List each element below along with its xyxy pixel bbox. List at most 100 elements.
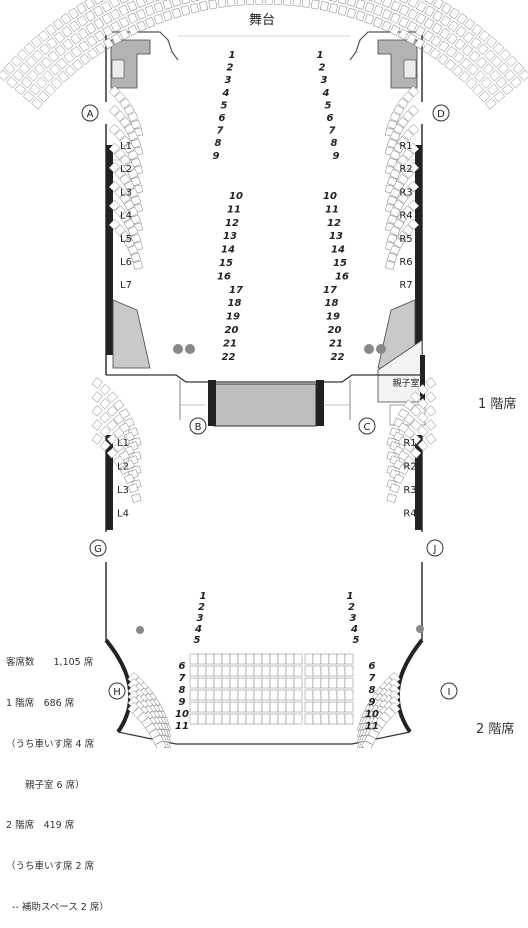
seat — [6, 77, 17, 88]
door-g: G — [90, 540, 106, 556]
seat — [181, 6, 190, 16]
floor1-rear-row-label-right: 22 — [331, 352, 345, 363]
seat — [53, 19, 64, 30]
seat — [345, 714, 353, 724]
note-floor2: 2 階席 419 席 — [6, 819, 109, 833]
floor1-rear-row-label-left: 13 — [223, 231, 237, 242]
door-a: A — [82, 105, 98, 121]
seat — [262, 714, 270, 724]
seat — [374, 0, 384, 4]
seat — [214, 654, 222, 664]
floor1-front-row-label-left: 7 — [217, 126, 224, 137]
oyako-room-label: 親子室 — [392, 377, 419, 389]
floor2-row-label-right: 4 — [350, 624, 358, 635]
seat — [278, 702, 286, 712]
seat — [154, 14, 163, 24]
seat — [51, 78, 62, 89]
seat — [70, 33, 81, 44]
seat — [214, 714, 222, 724]
seat — [408, 0, 418, 8]
floor2-upper-row-label-left: 8 — [179, 685, 186, 696]
seat — [256, 0, 263, 4]
seat — [498, 63, 509, 74]
seat — [93, 6, 103, 17]
seat — [356, 11, 365, 21]
floor1-rear-row-label-left: 16 — [217, 271, 231, 282]
seat — [483, 64, 494, 75]
seat — [198, 666, 206, 676]
floor1-rear-row-label-left: 12 — [225, 218, 239, 229]
seat — [230, 678, 238, 688]
seat — [34, 64, 45, 75]
seat — [222, 654, 230, 664]
seat — [439, 41, 450, 52]
floor1-box-left-label: L2 — [120, 164, 132, 175]
seat — [222, 702, 230, 712]
floor1-box-left-label: L5 — [120, 234, 132, 245]
seat — [440, 28, 451, 39]
floor2-box-right-label: R3 — [403, 485, 416, 496]
door-j-label: J — [433, 544, 437, 555]
seat — [110, 0, 120, 8]
floor1-front-row-label-left: 1 — [229, 50, 236, 61]
door-i: I — [441, 683, 457, 699]
seat — [49, 64, 60, 75]
seat — [278, 714, 286, 724]
floor2-row-label-left: 3 — [197, 613, 204, 624]
seat — [254, 714, 262, 724]
seat — [102, 13, 112, 24]
seat — [278, 690, 286, 700]
floor1-rear-row-label-left: 11 — [227, 204, 241, 215]
seat — [321, 654, 329, 664]
floor1-front-row-label-left: 9 — [213, 151, 220, 162]
seat — [440, 15, 450, 26]
seat — [32, 98, 43, 109]
seat — [502, 84, 513, 95]
seat — [38, 30, 49, 41]
floor1-rear-row-label-right: 19 — [326, 312, 340, 323]
floor1-front-row-label-right: 9 — [333, 151, 340, 162]
seat — [72, 59, 83, 70]
seat — [190, 666, 198, 676]
floor2-upper-right-block — [305, 678, 353, 688]
seat — [128, 13, 138, 24]
seat — [441, 3, 451, 14]
seat — [313, 702, 321, 712]
seat — [40, 44, 51, 55]
floor1-rear-row-label-right: 21 — [329, 338, 343, 349]
seat — [438, 54, 449, 65]
seat — [294, 702, 302, 712]
seat — [92, 406, 102, 417]
floor1-rear-row-label-right: 13 — [329, 231, 343, 242]
seat — [262, 666, 270, 676]
note-floor2-wheelchair: （うち車いす席 2 席 — [6, 860, 109, 874]
door-i-label: I — [448, 687, 451, 698]
seat — [382, 21, 392, 32]
floor2-upper-center-block — [230, 654, 302, 664]
seat — [209, 0, 217, 9]
seat — [119, 5, 129, 16]
seat — [76, 3, 86, 14]
seat — [238, 678, 246, 688]
floor2-upper-blocks — [92, 378, 436, 748]
floor2-upper-row-label-right: 8 — [369, 685, 376, 696]
door-c: C — [359, 418, 375, 434]
seat — [337, 678, 345, 688]
seat — [407, 21, 417, 32]
floor2-row-label-right: 1 — [347, 591, 354, 602]
capacity-notes: 客席数 1,105 席 1 階席 686 席 （うち車いす席 4 席 親子室 6… — [6, 629, 109, 928]
floor2-upper-row-label-right: 9 — [369, 697, 376, 708]
floor1-box-right-label: R3 — [399, 187, 412, 198]
floor1-rear-row-label-right: 17 — [323, 285, 337, 296]
floor1-box-right-label: R2 — [399, 164, 412, 175]
seat — [313, 714, 321, 724]
door-g-label: G — [94, 544, 102, 555]
seat — [26, 56, 37, 67]
seat — [120, 29, 130, 40]
seat — [313, 690, 321, 700]
floor1-rear-row-label-left: 20 — [225, 325, 239, 336]
seat — [87, 36, 97, 47]
seat — [63, 39, 74, 50]
seat — [426, 406, 436, 417]
